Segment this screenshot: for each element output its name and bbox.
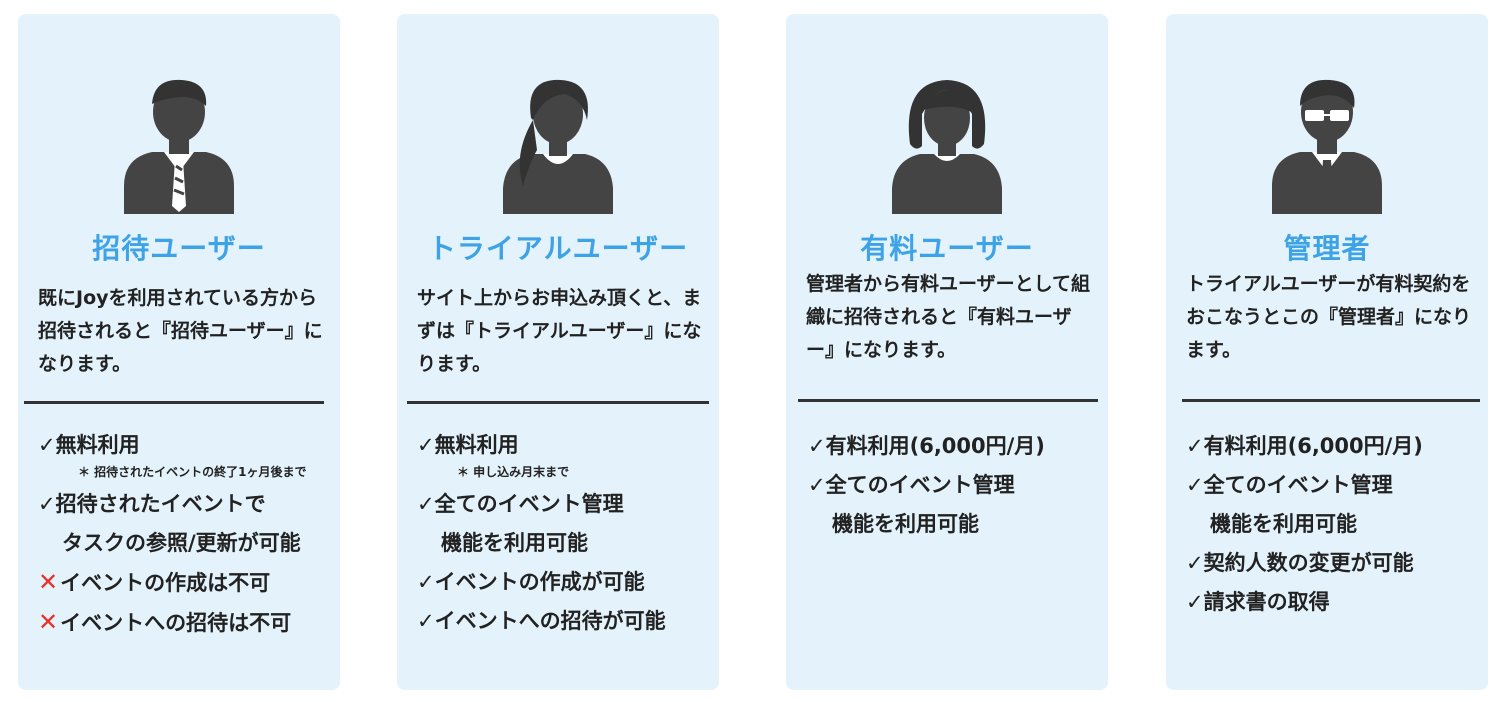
feature-text: 契約人数の変更が可能: [1203, 551, 1414, 575]
feature-text: 無料利用: [55, 433, 140, 457]
check-icon: ✓: [417, 492, 435, 516]
feature-text: イベントの作成は不可: [60, 571, 271, 595]
divider: [798, 399, 1098, 402]
feature-item: ✓イベントへの招待が可能: [417, 602, 719, 641]
feature-text: イベントの作成が可能: [434, 570, 645, 594]
feature-item: ✓無料利用: [38, 426, 340, 465]
divider: [407, 401, 709, 404]
card-title: 管理者: [1283, 232, 1371, 265]
card-description: サイト上からお申込み頂くと、まずは『トライアルユーザー』になります。: [417, 287, 702, 375]
check-icon: ✓: [1186, 590, 1204, 614]
feature-text: 有料利用(6,000円/月): [825, 434, 1045, 458]
check-icon: ✓: [417, 570, 435, 594]
feature-text: 請求書の取得: [1203, 590, 1330, 614]
feature-item: ✕イベントの作成は不可: [38, 563, 340, 603]
feature-text: 機能を利用可能: [832, 512, 979, 536]
feature-text: イベントへの招待が可能: [434, 609, 666, 633]
card-title: 招待ユーザー: [92, 232, 266, 265]
feature-item: 機能を利用可能: [417, 524, 719, 563]
feature-item: ✓招待されたイベントで: [38, 485, 340, 524]
feature-item: ✓無料利用: [417, 426, 719, 465]
feature-item: ✓請求書の取得: [1186, 583, 1488, 622]
feature-item: タスクの参照/更新が可能: [38, 524, 340, 563]
feature-text: 機能を利用可能: [1210, 512, 1357, 536]
divider: [24, 401, 324, 404]
card-invited-user: 招待ユーザー 既にJoyを利用されている方から招待されると『招待ユーザー』になり…: [18, 14, 340, 690]
card-administrator: 管理者 トライアルユーザーが有料契約をおこなうとこの『管理者』になります。 ✓有…: [1166, 14, 1488, 690]
check-icon: ✓: [808, 434, 826, 458]
check-icon: ✓: [38, 433, 56, 457]
cross-icon: ✕: [38, 568, 59, 596]
feature-list: ✓有料利用(6,000円/月)✓全てのイベント管理機能を利用可能: [808, 427, 1108, 544]
feature-list: ✓無料利用＊ 招待されたイベントの終了1ヶ月後まで✓招待されたイベントでタスクの…: [38, 426, 340, 643]
check-icon: ✓: [1186, 473, 1204, 497]
card-title: 有料ユーザー: [860, 232, 1034, 265]
feature-item: ✓有料利用(6,000円/月): [1186, 427, 1488, 466]
card-description: 管理者から有料ユーザーとして組織に招待されると『有料ユーザー』になります。: [806, 273, 1091, 361]
card-paid-user: 有料ユーザー 管理者から有料ユーザーとして組織に招待されると『有料ユーザー』にな…: [786, 14, 1108, 690]
feature-text: 全てのイベント管理: [434, 492, 624, 516]
feature-item: ✕イベントへの招待は不可: [38, 603, 340, 643]
feature-note: ＊ 招待されたイベントの終了1ヶ月後まで: [78, 465, 307, 479]
feature-item: ✓全てのイベント管理: [1186, 466, 1488, 505]
feature-text: 無料利用: [434, 433, 519, 457]
feature-text: イベントへの招待は不可: [60, 611, 292, 635]
glasses-man-icon: [1272, 79, 1382, 214]
feature-item: ✓全てのイベント管理: [808, 466, 1108, 505]
feature-text: タスクの参照/更新が可能: [62, 531, 301, 555]
check-icon: ✓: [808, 473, 826, 497]
feature-text: 全てのイベント管理: [825, 473, 1015, 497]
feature-item: ✓契約人数の変更が可能: [1186, 544, 1488, 583]
card-title: トライアルユーザー: [427, 232, 689, 265]
feature-item: ✓有料利用(6,000円/月): [808, 427, 1108, 466]
feature-list: ✓無料利用＊ 申し込み月末まで✓全てのイベント管理機能を利用可能✓イベントの作成…: [417, 426, 719, 641]
feature-item: 機能を利用可能: [1186, 505, 1488, 544]
check-icon: ✓: [1186, 434, 1204, 458]
feature-item: ✓イベントの作成が可能: [417, 563, 719, 602]
check-icon: ✓: [417, 609, 435, 633]
feature-text: 招待されたイベントで: [55, 492, 266, 516]
cross-icon: ✕: [38, 608, 59, 636]
feature-item: ✓全てのイベント管理: [417, 485, 719, 524]
feature-note: ＊ 申し込み月末まで: [457, 465, 570, 479]
ponytail-woman-icon: [503, 79, 613, 214]
feature-text: 有料利用(6,000円/月): [1203, 434, 1423, 458]
check-icon: ✓: [38, 492, 56, 516]
check-icon: ✓: [1186, 551, 1204, 575]
divider: [1182, 399, 1480, 402]
feature-item: 機能を利用可能: [808, 505, 1108, 544]
card-trial-user: トライアルユーザー サイト上からお申込み頂くと、まずは『トライアルユーザー』にな…: [397, 14, 719, 690]
card-description: 既にJoyを利用されている方から招待されると『招待ユーザー』になります。: [38, 287, 323, 375]
bob-hair-woman-icon: [892, 80, 1002, 214]
feature-text: 機能を利用可能: [441, 531, 588, 555]
feature-list: ✓有料利用(6,000円/月)✓全てのイベント管理機能を利用可能✓契約人数の変更…: [1186, 427, 1488, 622]
business-man-icon: [124, 79, 234, 214]
check-icon: ✓: [417, 433, 435, 457]
card-description: トライアルユーザーが有料契約をおこなうとこの『管理者』になります。: [1186, 273, 1472, 361]
feature-text: 全てのイベント管理: [1203, 473, 1393, 497]
